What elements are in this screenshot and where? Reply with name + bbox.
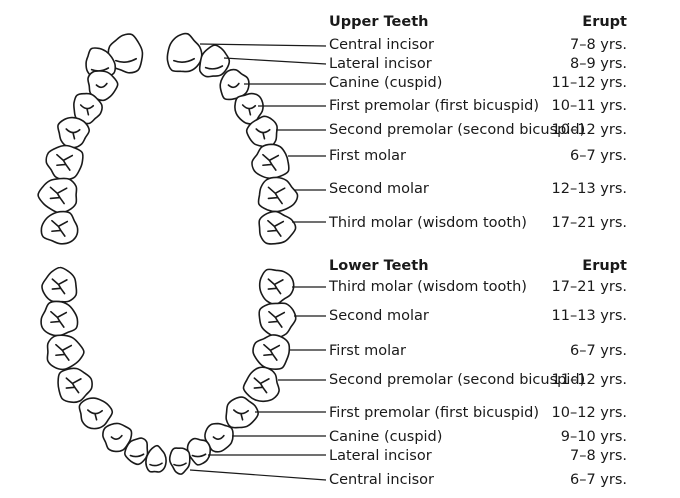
upper-erupt-first-molar: 6–7 yrs.: [569, 148, 627, 164]
upper-label-second-premolar: Second premolar (second bicuspid): [329, 122, 586, 138]
upper-teeth-heading: Upper Teeth: [329, 14, 429, 30]
lower-erupt-lateral-incisor: 7–8 yrs.: [569, 448, 627, 464]
lower-label-first-premolar: First premolar (first bicuspid): [329, 405, 540, 421]
lower-label-central-incisor: Central incisor: [329, 472, 435, 488]
upper-erupt-second-premolar: 10–12 yrs.: [551, 122, 627, 138]
lower-label-third-molar: Third molar (wisdom tooth): [329, 279, 527, 295]
upper-central-incisor-tooth: [166, 32, 203, 73]
upper-third-molar-tooth: [258, 210, 297, 245]
lower-second-molar-tooth: [258, 302, 297, 339]
upper-second-molar-tooth: [257, 176, 299, 213]
lower-erupt-heading: Erupt: [582, 258, 627, 274]
upper-left-first-premolar-tooth: [73, 92, 103, 125]
upper-left-second-molar-tooth: [37, 177, 78, 214]
lower-erupt-second-molar: 11–13 yrs.: [551, 308, 627, 324]
lower-erupt-second-premolar: 11–12 yrs.: [551, 372, 627, 388]
lower-left-first-premolar-tooth: [78, 397, 114, 430]
lower-left-second-molar-tooth: [40, 300, 79, 337]
lower-label-second-molar: Second molar: [329, 308, 429, 324]
upper-label-second-molar: Second molar: [329, 181, 429, 197]
upper-label-first-molar: First molar: [329, 148, 406, 164]
lower-teeth-heading: Lower Teeth: [329, 258, 429, 274]
leader-upper-lateral: [223, 57, 327, 65]
lower-label-second-premolar: Second premolar (second bicuspid): [329, 372, 586, 388]
upper-label-lateral-incisor: Lateral incisor: [329, 56, 432, 72]
upper-lateral-incisor-tooth: [198, 44, 231, 78]
lower-erupt-first-premolar: 10–12 yrs.: [551, 405, 627, 421]
lower-arch: [40, 266, 297, 475]
upper-erupt-heading: Erupt: [582, 14, 627, 30]
upper-left-third-molar-tooth: [40, 210, 79, 245]
upper-erupt-first-premolar: 10–11 yrs.: [551, 98, 627, 114]
lower-label-first-molar: First molar: [329, 343, 406, 359]
upper-label-first-premolar: First premolar (first bicuspid): [329, 98, 540, 114]
upper-erupt-second-molar: 12–13 yrs.: [551, 181, 627, 197]
lower-left-second-premolar-tooth: [57, 367, 93, 404]
leader-upper-central: [199, 43, 327, 47]
lower-left-canine-tooth: [102, 422, 133, 453]
lower-label-canine: Canine (cuspid): [329, 429, 443, 445]
upper-erupt-lateral-incisor: 8–9 yrs.: [569, 56, 627, 72]
upper-label-canine: Canine (cuspid): [329, 75, 443, 91]
lower-central-incisor-tooth: [168, 447, 191, 475]
upper-arch: [37, 32, 299, 245]
lower-erupt-first-molar: 6–7 yrs.: [569, 343, 627, 359]
lower-erupt-canine: 9–10 yrs.: [560, 429, 627, 445]
lower-erupt-central-incisor: 6–7 yrs.: [569, 472, 627, 488]
lower-lateral-incisor-tooth: [186, 437, 212, 466]
lower-third-molar-tooth: [258, 268, 295, 306]
lower-left-central-incisor-tooth: [145, 444, 167, 473]
lower-left-third-molar-tooth: [41, 266, 78, 303]
upper-label-third-molar: Third molar (wisdom tooth): [329, 215, 527, 231]
leader-lower-central: [189, 469, 327, 481]
upper-left-second-premolar-tooth: [57, 116, 90, 149]
upper-label-central-incisor: Central incisor: [329, 37, 435, 53]
lower-first-molar-tooth: [252, 334, 291, 371]
lower-left-lateral-incisor-tooth: [124, 437, 149, 466]
upper-left-canine-tooth: [87, 70, 119, 102]
lower-first-premolar-tooth: [225, 396, 259, 429]
upper-canine-tooth: [219, 68, 250, 101]
leader-lines: [189, 43, 327, 481]
lower-label-lateral-incisor: Lateral incisor: [329, 448, 432, 464]
lower-erupt-third-molar: 17–21 yrs.: [551, 279, 627, 295]
lower-second-premolar-tooth: [242, 366, 280, 403]
upper-erupt-canine: 11–12 yrs.: [551, 75, 627, 91]
lower-left-first-molar-tooth: [46, 334, 85, 371]
upper-erupt-third-molar: 17–21 yrs.: [551, 215, 627, 231]
upper-first-molar-tooth: [251, 143, 290, 180]
upper-left-first-molar-tooth: [45, 144, 84, 181]
upper-erupt-central-incisor: 7–8 yrs.: [569, 37, 627, 53]
